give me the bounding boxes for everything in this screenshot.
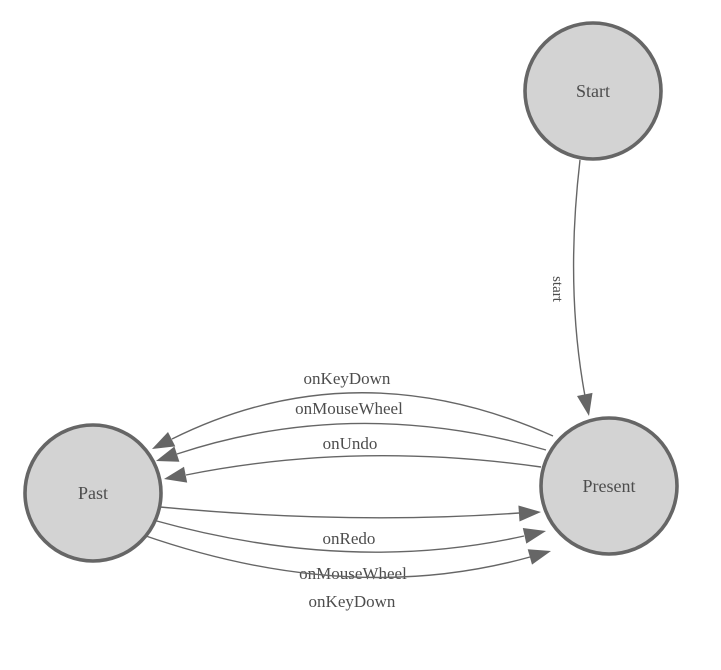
edge-path[interactable]	[185, 455, 542, 476]
node-circle[interactable]	[539, 416, 679, 556]
node-label: Start	[576, 81, 610, 101]
node-label: Past	[78, 483, 108, 503]
state-node-past[interactable]: Past	[23, 423, 163, 563]
edge-label: start	[549, 276, 565, 303]
edge-past-to-present-onredo[interactable]: onRedo	[159, 505, 541, 549]
node-label: Present	[583, 476, 636, 496]
edge-label: onKeyDown	[304, 369, 391, 388]
edge-present-to-past-onkeydown[interactable]: onKeyDown	[152, 369, 554, 449]
edge-label: onMouseWheel	[299, 564, 407, 583]
arrowhead	[156, 446, 180, 462]
arrowhead	[577, 392, 593, 416]
edge-start-to-present[interactable]: start	[549, 159, 593, 416]
arrowhead	[518, 505, 541, 522]
edge-label: onUndo	[323, 434, 378, 453]
arrowhead	[152, 432, 176, 449]
edge-path[interactable]	[176, 422, 547, 455]
state-node-present[interactable]: Present	[539, 416, 679, 556]
node-circle[interactable]	[523, 21, 663, 161]
arrowhead	[527, 549, 551, 565]
node-circle[interactable]	[23, 423, 163, 563]
edge-label: onRedo	[323, 529, 376, 548]
edge-present-to-past-onmousewheel[interactable]: onMouseWheel	[156, 399, 547, 462]
edge-present-to-past-onundo[interactable]: onUndo	[164, 434, 542, 483]
edge-past-to-present-onmousewheel[interactable]: onMouseWheel	[152, 519, 546, 583]
arrowhead	[522, 528, 546, 544]
edge-path[interactable]	[159, 506, 520, 519]
edge-past-to-present-onkeydown[interactable]: onKeyDown	[142, 534, 551, 611]
edge-path[interactable]	[171, 392, 554, 440]
edge-path[interactable]	[152, 519, 525, 553]
state-node-start[interactable]: Start	[523, 21, 663, 161]
edge-label: onMouseWheel	[295, 399, 403, 418]
edge-path[interactable]	[142, 534, 531, 579]
edge-label: onKeyDown	[309, 592, 396, 611]
arrowhead	[164, 466, 188, 483]
edge-path[interactable]	[572, 159, 586, 397]
